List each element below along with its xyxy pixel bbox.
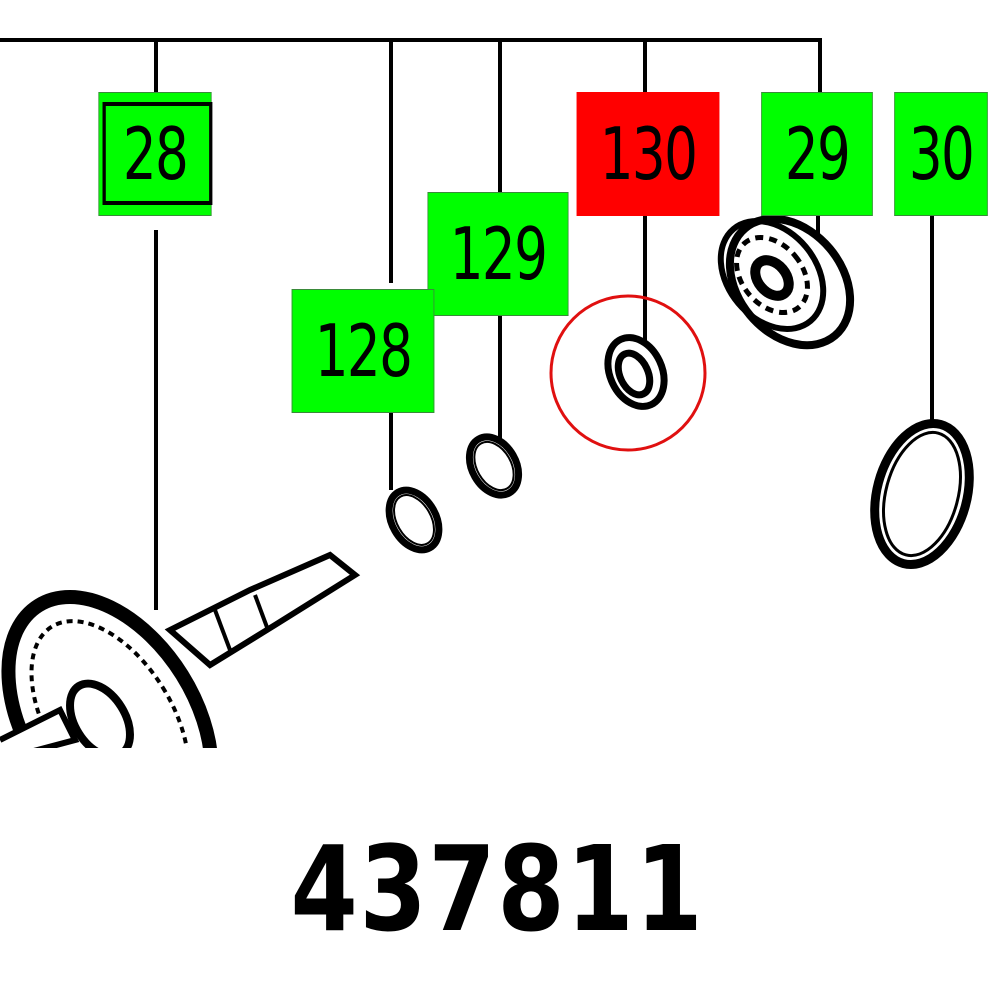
callout-label: 129: [449, 212, 548, 296]
callout-130-highlighted[interactable]: 130: [576, 92, 720, 216]
drawing-clip: [0, 748, 1000, 1000]
selection-circle: [549, 294, 707, 452]
callout-label: 130: [599, 112, 698, 196]
ball-bearing-29-icon[interactable]: [700, 195, 875, 369]
callout-label: 29: [784, 112, 851, 196]
callout-28[interactable]: 28: [98, 92, 213, 216]
callout-label: 128: [314, 309, 413, 393]
callout-28-frame: [102, 102, 213, 205]
seal-ring-130-icon[interactable]: [597, 328, 675, 415]
small-ring-129-icon[interactable]: [459, 428, 528, 504]
callout-label: 30: [908, 112, 975, 196]
callout-29[interactable]: 29: [761, 92, 873, 216]
callout-128[interactable]: 128: [291, 289, 435, 413]
large-ring-30-icon[interactable]: [860, 413, 984, 575]
small-ring-128-icon[interactable]: [379, 481, 449, 558]
callout-label: 28: [122, 112, 189, 196]
leader-lines: [0, 38, 934, 610]
callout-30[interactable]: 30: [894, 92, 988, 216]
part-number: 437811: [290, 820, 705, 958]
callout-129[interactable]: 129: [427, 192, 569, 316]
